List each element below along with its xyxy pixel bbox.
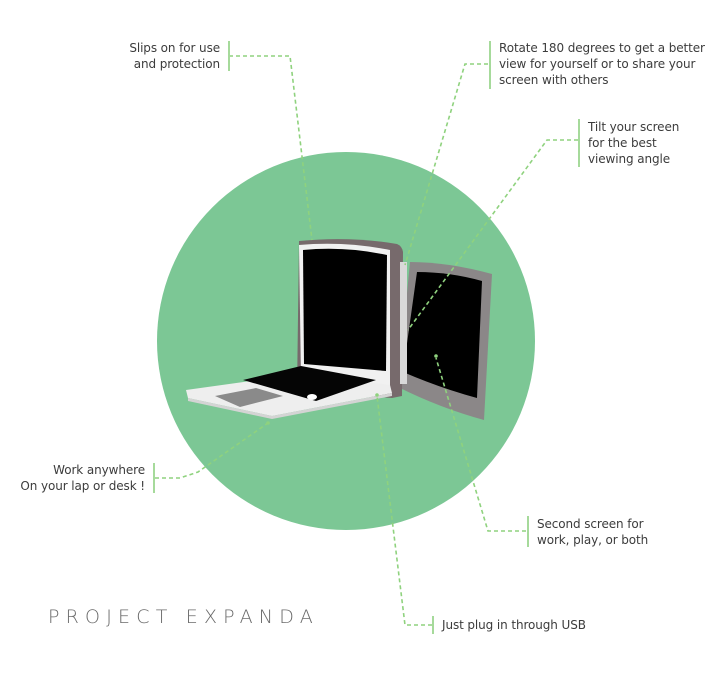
label-bar-tilt — [578, 119, 580, 167]
label-bar-usb — [432, 616, 434, 634]
leader-work-anywhere — [155, 422, 269, 479]
callout-line: view for yourself or to share your — [499, 57, 696, 71]
project-title: PROJECT EXPANDA — [48, 606, 319, 628]
callout-line: Work anywhere — [53, 463, 145, 477]
label-bar-work-anywhere — [153, 463, 155, 493]
leader-lines — [155, 55, 578, 626]
callout-line: Rotate 180 degrees to get a better — [499, 41, 705, 55]
second-screen — [398, 262, 492, 420]
leader-rotate — [404, 63, 488, 266]
callout-line: On your lap or desk ! — [20, 479, 145, 493]
callout-tilt: Tilt your screen for the best viewing an… — [588, 119, 679, 167]
label-bar-second-screen — [527, 516, 529, 547]
callout-line: Just plug in through USB — [442, 618, 586, 632]
label-bar-slips-on — [228, 41, 230, 71]
callout-line: Slips on for use — [129, 41, 220, 55]
callout-rotate: Rotate 180 degrees to get a better view … — [499, 40, 705, 88]
callout-line: Tilt your screen — [588, 120, 680, 134]
laptop — [186, 243, 392, 419]
callout-line: work, play, or both — [537, 533, 649, 547]
callout-usb: Just plug in through USB — [442, 617, 586, 633]
leader-slips-on — [229, 55, 313, 241]
callout-line: screen with others — [499, 73, 609, 87]
callout-line: Second screen for — [537, 517, 644, 531]
callout-work-anywhere: Work anywhere On your lap or desk ! — [20, 462, 145, 494]
callout-line: for the best — [588, 136, 657, 150]
leader-usb — [376, 395, 432, 626]
leader-tilt — [407, 139, 578, 331]
leader-second-screen — [435, 357, 526, 532]
callout-line: and protection — [133, 57, 220, 71]
callout-second-screen: Second screen for work, play, or both — [537, 516, 648, 548]
callout-slips-on: Slips on for use and protection — [129, 40, 220, 72]
label-bar-rotate — [489, 41, 491, 89]
leader-endpoints — [266, 354, 438, 425]
callout-line: viewing angle — [588, 152, 670, 166]
